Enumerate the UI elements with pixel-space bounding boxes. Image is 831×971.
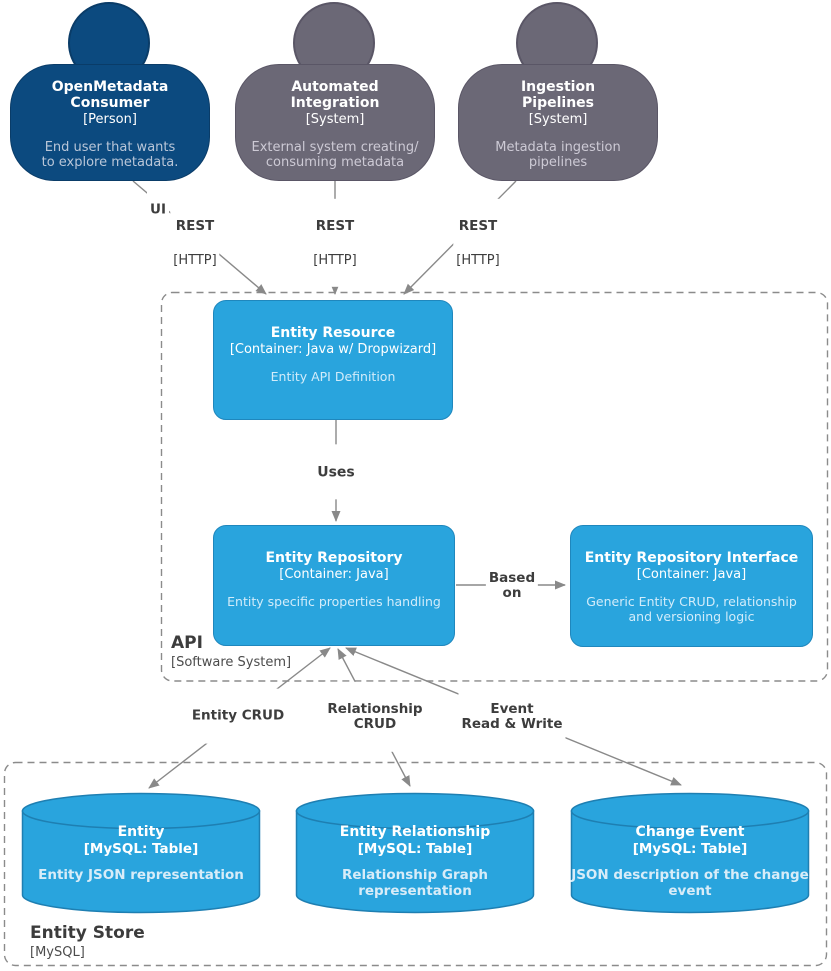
node-subtitle: [Person] [83, 111, 137, 127]
node-openmetadata-consumer: OpenMetadata Consumer [Person] End user … [10, 0, 210, 181]
edge-label-text: REST [458, 217, 498, 234]
node-title: Entity [117, 824, 165, 840]
edge-label-technology: [HTTP] [456, 252, 500, 268]
edge-label-ui: UI [147, 182, 169, 238]
node-subtitle: [System] [528, 111, 588, 127]
node-automated-integration: Automated Integration [System] External … [235, 0, 435, 181]
node-subtitle: [Container: Java] [636, 566, 747, 582]
node-title: Entity Resource [270, 325, 396, 341]
cylinder-text: Change Event [MySQL: Table] JSON descrip… [570, 792, 810, 900]
api-boundary-subtitle: [Software System] [171, 654, 292, 670]
node-entity-repository-interface: Entity Repository Interface [Container: … [570, 525, 813, 647]
database-cylinder-icon [570, 792, 810, 914]
database-cylinder-icon [21, 792, 261, 914]
node-subtitle: [MySQL: Table] [83, 840, 199, 857]
api-boundary [160, 291, 829, 682]
node-entity-resource: Entity Resource [Container: Java w/ Drop… [213, 300, 453, 420]
edge-label-technology: [HTTP] [313, 252, 357, 268]
edge-label-text: Entity CRUD [191, 707, 285, 724]
node-subtitle: [Container: Java w/ Dropwizard] [229, 341, 437, 357]
edge-label-text: Uses [317, 463, 355, 480]
edge-label-technology: [HTTP] [173, 252, 217, 268]
edge-label-relationship-crud: Relationship CRUD [324, 681, 426, 753]
node-entity-relationship-table: Entity Relationship [MySQL: Table] Relat… [295, 792, 535, 914]
node-title: Change Event [635, 824, 745, 840]
node-subtitle: [System] [305, 111, 365, 127]
edge-label-text: REST [315, 217, 355, 234]
node-description: Entity specific properties handling [227, 593, 441, 609]
entity-store-boundary-title: Entity Store [30, 923, 145, 943]
node-description: Relationship Graph representation [341, 867, 488, 900]
edge-label-rest-ingestion: REST [HTTP] [453, 198, 503, 288]
node-change-event-table: Change Event [MySQL: Table] JSON descrip… [570, 792, 810, 914]
node-subtitle: [MySQL: Table] [357, 840, 473, 857]
node-ingestion-pipelines: Ingestion Pipelines [System] Metadata in… [458, 0, 658, 181]
node-description: Entity API Definition [270, 368, 396, 384]
entity-store-boundary-label: Entity Store [MySQL] [30, 924, 145, 960]
edge-label-entity-crud: Entity CRUD [188, 688, 288, 744]
node-entity-table: Entity [MySQL: Table] Entity JSON repres… [21, 792, 261, 914]
node-title: Entity Relationship [339, 824, 491, 840]
node-description: JSON description of the change event [571, 867, 809, 900]
node-title: Entity Repository Interface [584, 550, 799, 566]
node-title: OpenMetadata Consumer [51, 79, 169, 111]
node-title: Ingestion Pipelines [520, 79, 596, 111]
node-title: Entity Repository [265, 550, 403, 566]
edge-label-rest-consumer: REST [HTTP] [170, 198, 220, 288]
edge-label-based-on: Based on [485, 550, 539, 622]
person-body: Automated Integration [System] External … [235, 64, 435, 181]
node-description: External system creating/ consuming meta… [251, 139, 419, 170]
cylinder-text: Entity Relationship [MySQL: Table] Relat… [295, 792, 535, 900]
node-entity-repository: Entity Repository [Container: Java] Enti… [213, 525, 455, 646]
node-subtitle: [Container: Java] [279, 566, 389, 582]
person-body: Ingestion Pipelines [System] Metadata in… [458, 64, 658, 181]
node-subtitle: [MySQL: Table] [632, 840, 748, 857]
person-body: OpenMetadata Consumer [Person] End user … [10, 64, 210, 181]
edge-label-text: REST [175, 217, 215, 234]
edge-label-text: Relationship CRUD [327, 700, 423, 732]
node-description: Metadata ingestion pipelines [495, 139, 621, 170]
edge-label-text: Based on [488, 569, 536, 601]
node-description: End user that wants to explore metadata. [41, 139, 179, 170]
node-description: Entity JSON representation [38, 867, 244, 884]
entity-store-boundary-subtitle: [MySQL] [30, 944, 85, 960]
node-title: Automated Integration [290, 79, 380, 111]
node-description: Generic Entity CRUD, relationship and ve… [586, 593, 797, 624]
edge-label-rest-automated: REST [HTTP] [310, 198, 360, 288]
edge-label-uses: Uses [314, 444, 358, 500]
edge-label-text: UI [150, 201, 166, 218]
cylinder-text: Entity [MySQL: Table] Entity JSON repres… [21, 792, 261, 884]
edge-label-event-read-write: Event Read & Write [458, 681, 566, 753]
database-cylinder-icon [295, 792, 535, 914]
edge-label-text: Event Read & Write [461, 700, 563, 732]
